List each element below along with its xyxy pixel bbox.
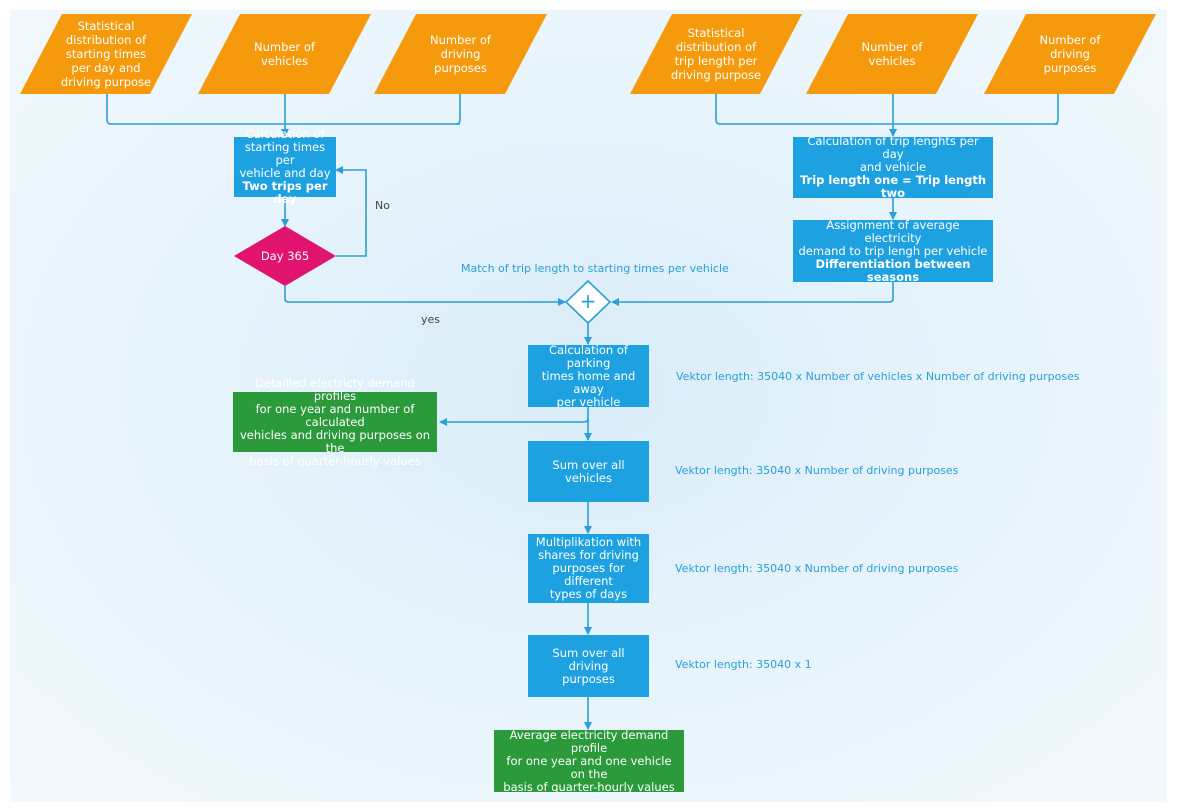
- text-line: vehicles and driving purposes on the: [239, 427, 431, 455]
- wire-to-detail: [439, 417, 589, 426]
- text-line: types of days: [549, 587, 628, 601]
- wire-no-loop: [335, 166, 367, 257]
- wire-left-input-1: [106, 94, 460, 125]
- wire-right-input-1: [715, 94, 1058, 125]
- yes-label: yes: [421, 313, 441, 326]
- merge-node: +: [564, 279, 612, 325]
- text-line: demand to trip lengh per vehicle: [798, 243, 988, 258]
- text-line: times home and away: [541, 368, 636, 396]
- text-line: Statistical: [687, 26, 745, 40]
- decision-label: Day 365: [260, 249, 310, 263]
- text-line: distribution of: [65, 33, 147, 47]
- text-line: per vehicle: [556, 394, 621, 409]
- text-line: Multiplikation with: [535, 535, 642, 549]
- text-line: starting times per: [244, 140, 326, 167]
- text-line: purposes for different: [552, 561, 625, 588]
- wire-right-input-3: [1053, 94, 1059, 125]
- note-vector-length-1: Vektor length: 35040 x Number of vehicle…: [676, 370, 1080, 383]
- note-vector-length-3: Vektor length: 35040 x Number of driving…: [675, 562, 959, 575]
- note-vector-length-4: Vektor length: 35040 x 1: [675, 658, 812, 671]
- text-line: Detailled electricty demand profiles: [255, 375, 415, 403]
- text-line: Number of: [1039, 33, 1101, 47]
- text-line: shares for driving: [538, 548, 639, 562]
- text-line: Calculation of parking: [549, 342, 628, 370]
- text-line: Sum over all vehicles: [552, 457, 625, 485]
- match-label: Match of trip length to starting times p…: [461, 262, 729, 275]
- text-line: Number of: [861, 40, 923, 54]
- text-line: vehicle and day: [239, 166, 331, 180]
- text-line: Average electricity demand profile: [509, 727, 669, 755]
- calc-starting-times-bold: Two trips per day: [242, 179, 328, 206]
- text-line: driving: [440, 47, 481, 61]
- text-line: for one year and one vehicle on the: [506, 753, 672, 781]
- text-line: Assignment of average electricity: [826, 217, 960, 245]
- calc-trip-bold: Trip length one = Trip length two: [799, 173, 987, 200]
- text-line: basis of quarter-hourly values: [503, 779, 675, 794]
- text-line: Number of: [430, 33, 491, 47]
- text-line: purposes: [434, 61, 487, 75]
- text-line: and vehicle: [859, 160, 927, 174]
- note-vector-length-2: Vektor length: 35040 x Number of driving…: [675, 464, 959, 477]
- text-line: trip length per: [674, 54, 758, 68]
- text-line: driving: [1050, 47, 1090, 61]
- text-line: vehicles: [868, 54, 916, 68]
- no-label: No: [375, 199, 390, 212]
- text-line: vehicles: [261, 54, 308, 68]
- wire-left-input-3: [455, 94, 461, 125]
- text-line: starting times: [65, 47, 147, 61]
- text-line: for one year and number of calculated: [255, 401, 415, 429]
- text-line: Calculation of: [245, 127, 325, 141]
- text-line: purposes: [562, 671, 615, 686]
- text-line: per day and: [71, 61, 141, 75]
- text-line: driving purpose: [670, 68, 762, 82]
- text-line: driving purpose: [60, 75, 152, 89]
- text-line: purposes: [1043, 61, 1097, 75]
- wire-assign-to-merge: [611, 282, 894, 306]
- wire-yes: [284, 286, 566, 306]
- assign-bold: Differentiation between seasons: [815, 256, 971, 284]
- text-line: Sum over all driving: [552, 645, 625, 673]
- text-line: Number of: [254, 40, 315, 54]
- text-line: Calculation of trip lenghts per day: [807, 134, 979, 161]
- svg-text:+: +: [580, 289, 597, 313]
- text-line: distribution of: [675, 40, 757, 54]
- decision-day-365: Day 365: [234, 226, 336, 286]
- text-line: basis of quarter-hourly values: [249, 453, 421, 468]
- text-line: Statistical: [77, 19, 135, 33]
- process-sum-vehicles: Sum over all vehicles: [528, 441, 649, 502]
